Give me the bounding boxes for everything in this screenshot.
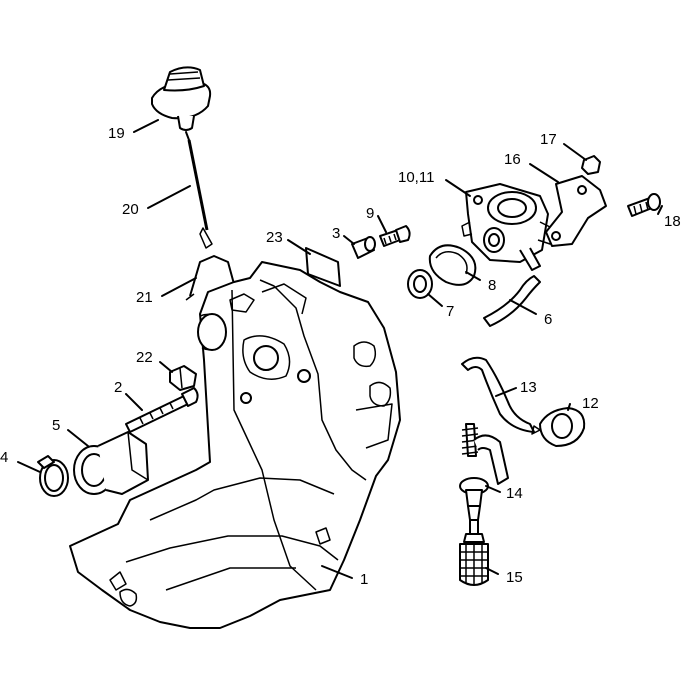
leader-15 bbox=[485, 567, 499, 575]
part-12-vent bbox=[531, 407, 586, 447]
leader-6 bbox=[509, 299, 537, 315]
leader-lines bbox=[17, 119, 663, 579]
leader-12 bbox=[567, 403, 571, 411]
part-8-gasket-ring bbox=[428, 244, 477, 286]
leader-23 bbox=[287, 239, 311, 255]
leader-3 bbox=[343, 235, 355, 245]
part-15-fuel-filter bbox=[459, 533, 489, 586]
leader-14 bbox=[485, 485, 501, 493]
part-19-tank-cap bbox=[151, 66, 212, 131]
callout-20: 20 bbox=[122, 201, 139, 218]
callout-22: 22 bbox=[136, 349, 153, 366]
part-20-cord bbox=[185, 131, 213, 249]
callout-21: 21 bbox=[136, 289, 153, 306]
callout-4: 4 bbox=[0, 449, 8, 466]
part-4-hose-clamp bbox=[37, 455, 69, 497]
callout-19: 19 bbox=[108, 125, 125, 142]
part-14-pickup bbox=[459, 423, 509, 535]
callout-12: 12 bbox=[582, 395, 599, 412]
part-9-screw bbox=[379, 225, 411, 247]
leader-8 bbox=[465, 271, 481, 281]
callout-15: 15 bbox=[506, 569, 523, 586]
callout-18: 18 bbox=[664, 213, 681, 230]
callout-10-11: 10,11 bbox=[398, 169, 434, 186]
callout-labels: 19 20 21 23 3 9 10,11 17 16 18 8 7 6 22 … bbox=[0, 125, 681, 588]
leader-17 bbox=[563, 143, 587, 161]
callout-7: 7 bbox=[446, 303, 454, 320]
leader-2 bbox=[125, 393, 143, 411]
callout-17: 17 bbox=[540, 131, 557, 148]
leader-1 bbox=[321, 565, 353, 579]
part-18-screw bbox=[627, 193, 661, 217]
part-10-11-carburetor bbox=[461, 183, 553, 271]
callout-2: 2 bbox=[114, 379, 122, 396]
callout-14: 14 bbox=[506, 485, 523, 502]
leader-16 bbox=[529, 163, 559, 183]
leader-7 bbox=[427, 293, 443, 307]
callout-5: 5 bbox=[52, 417, 60, 434]
leader-9 bbox=[377, 215, 387, 233]
callout-6: 6 bbox=[544, 311, 552, 328]
callout-13: 13 bbox=[520, 379, 537, 396]
callout-3: 3 bbox=[332, 225, 340, 242]
part-16-bracket bbox=[545, 175, 607, 247]
part-2-screw bbox=[125, 387, 199, 433]
leader-13 bbox=[495, 387, 517, 397]
leader-5 bbox=[67, 429, 89, 447]
part-5-intake-flange bbox=[73, 431, 149, 495]
callout-1: 1 bbox=[360, 571, 368, 588]
leader-21 bbox=[161, 277, 197, 297]
callout-16: 16 bbox=[504, 151, 521, 168]
leader-4 bbox=[17, 461, 41, 473]
leader-22 bbox=[159, 361, 173, 373]
part-3-sleeve bbox=[351, 236, 376, 259]
callout-9: 9 bbox=[366, 205, 374, 222]
part-7-sealing-ring bbox=[407, 269, 433, 299]
leader-20 bbox=[147, 185, 191, 209]
callout-23: 23 bbox=[266, 229, 283, 246]
part-22-nut bbox=[169, 365, 197, 391]
leader-19 bbox=[133, 119, 159, 133]
leader-10-11 bbox=[445, 179, 471, 197]
part-1-housing bbox=[69, 261, 401, 629]
leader-18 bbox=[657, 205, 663, 215]
part-23-gasket bbox=[305, 247, 341, 287]
callout-8: 8 bbox=[488, 277, 496, 294]
